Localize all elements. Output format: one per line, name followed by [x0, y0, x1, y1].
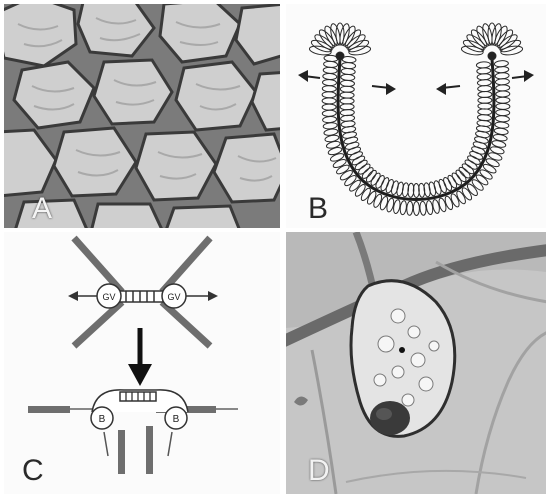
panel-label-b: B — [308, 192, 328, 226]
arrow-left-outer — [298, 70, 320, 82]
arrow-left-inner — [372, 83, 396, 95]
panel-d-cell-section-micrograph: D — [286, 232, 546, 494]
cell-marker-lower-left: B — [99, 414, 106, 425]
cell-marker-upper-left: GV — [102, 292, 115, 302]
panel-label-d: D — [308, 454, 330, 488]
down-arrow-icon — [128, 328, 152, 386]
panel-label-c: C — [22, 454, 44, 488]
cell-marker-lower-right: B — [173, 414, 180, 425]
panel-a-cell-surface-micrograph: A — [4, 4, 280, 228]
arrow-right-outer — [512, 70, 534, 82]
arrow-right-inner — [436, 83, 460, 95]
panel-b-u-shaped-diagram: B — [286, 4, 546, 228]
junction-schematic: GV GV B B — [4, 232, 280, 494]
panel-label-a: A — [32, 192, 52, 226]
cell-marker-upper-right: GV — [167, 292, 180, 302]
panel-c-junction-schematic: GV GV B B C — [4, 232, 280, 494]
